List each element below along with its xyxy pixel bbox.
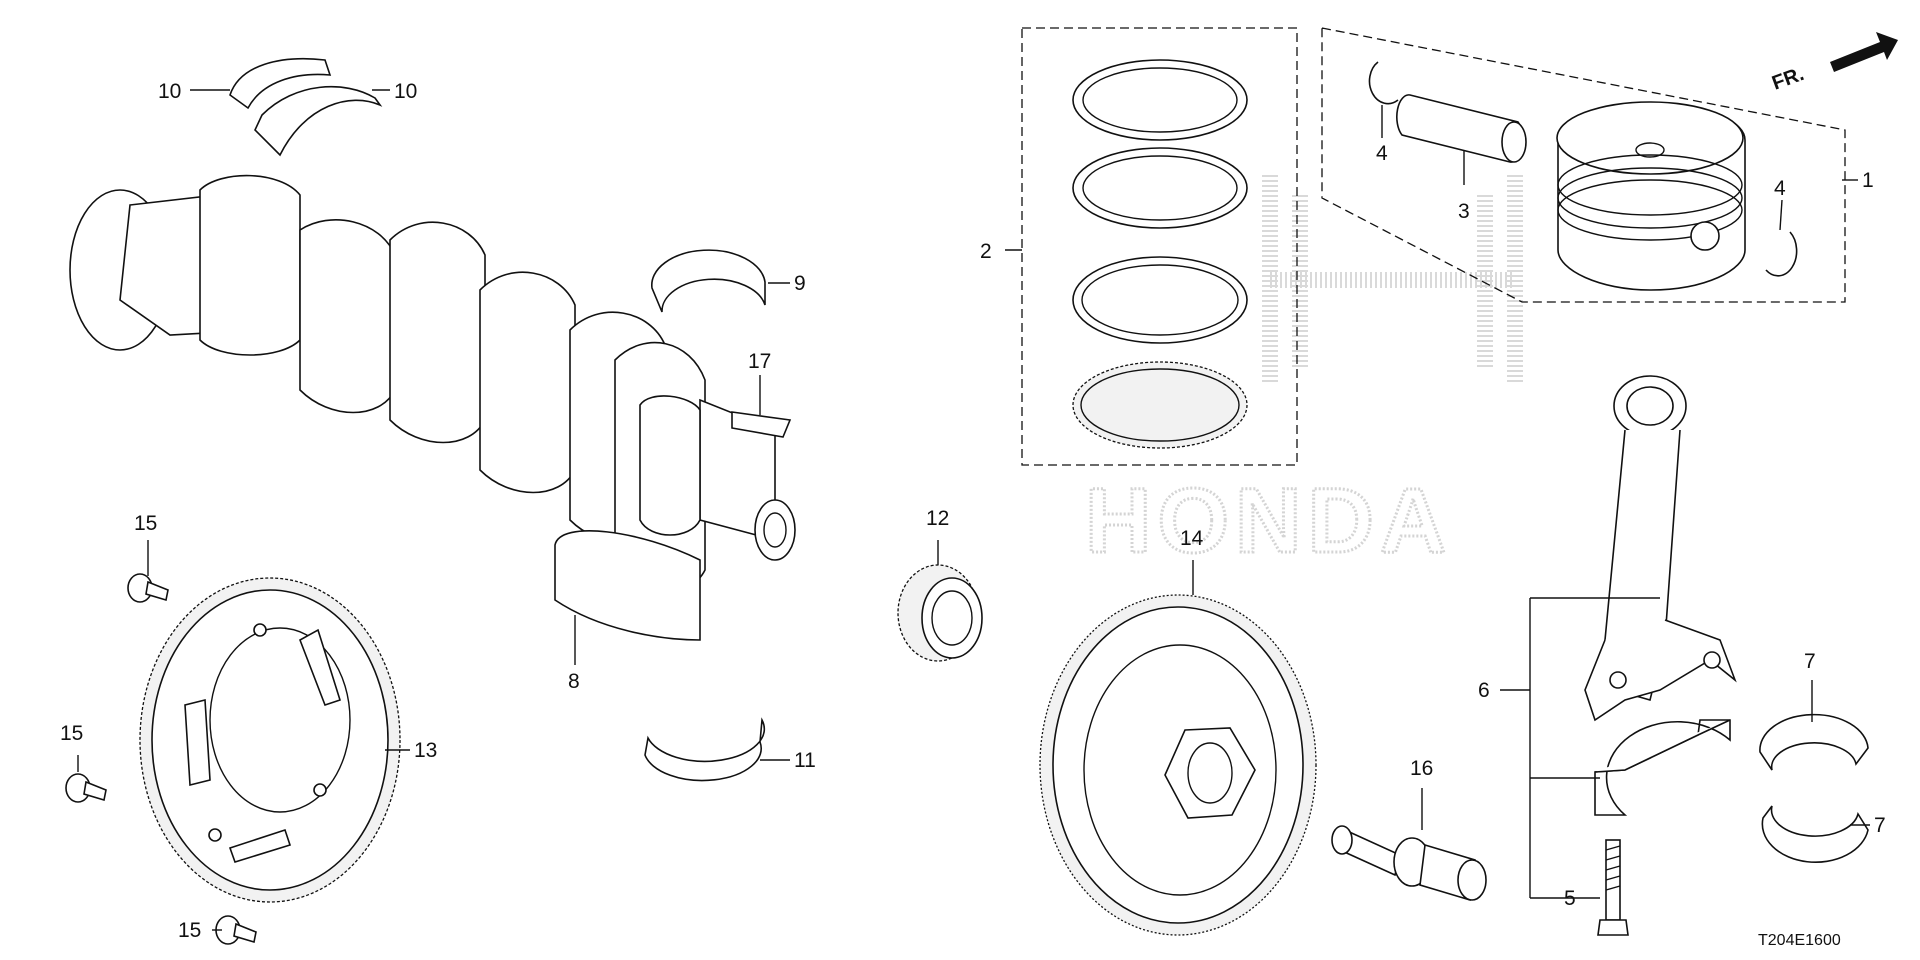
callout-7-lower: 7 (1874, 814, 1886, 837)
crankshaft-sprocket (897, 564, 983, 662)
callout-8: 8 (568, 670, 580, 693)
connecting-rod (1584, 375, 1737, 722)
callout-1: 1 (1862, 169, 1874, 192)
crankshaft-pulley (1039, 594, 1317, 936)
callout-15-bottom: 15 (178, 919, 201, 942)
callout-15-left: 15 (60, 722, 83, 745)
woodruff-key (731, 411, 792, 438)
callout-14: 14 (1180, 527, 1204, 550)
connecting-rod-bearing-lower (1761, 805, 1869, 864)
connecting-rod-cap (1594, 719, 1731, 816)
front-label: FR. (1769, 63, 1807, 95)
connecting-rod-bolt (1597, 839, 1629, 936)
callout-7-upper: 7 (1804, 650, 1816, 673)
front-arrow-icon (1830, 32, 1898, 72)
piston-ring-set (1072, 59, 1248, 449)
piston-ring-oil (1072, 256, 1248, 344)
piston-ring-top (1072, 59, 1248, 141)
connecting-rod-bearing-upper (1759, 713, 1869, 771)
main-bearing-lower (644, 717, 766, 782)
callout-6: 6 (1478, 679, 1490, 702)
callout-9: 9 (794, 272, 806, 295)
callout-3: 3 (1458, 200, 1470, 223)
thrust-washer-pair (229, 57, 383, 157)
piston-ring-set-frame (1021, 27, 1298, 466)
callout-16: 16 (1410, 757, 1433, 780)
pulse-plate-bolt-top (127, 573, 169, 603)
callout-2: 2 (980, 240, 992, 263)
callout-10-right: 10 (394, 80, 417, 103)
callout-15-top: 15 (134, 512, 157, 535)
callouts: 1 2 3 4 4 5 6 7 7 8 9 10 10 11 12 13 14 … (60, 80, 1886, 942)
piston-pin-clip-left (1368, 61, 1399, 105)
crankshaft (69, 174, 796, 641)
pulse-plate-bolt-left (65, 773, 107, 803)
leader-lines (77, 89, 1870, 931)
callout-5: 5 (1564, 887, 1576, 910)
honda-watermark: HONDA (1084, 175, 1523, 574)
pulse-plate-bolt-bottom (215, 915, 257, 945)
callout-17: 17 (748, 350, 771, 373)
piston (1556, 101, 1746, 291)
callout-10-left: 10 (158, 80, 181, 103)
callout-12: 12 (926, 507, 949, 530)
piston-ring-second (1072, 147, 1248, 229)
piston-ring-expander (1072, 361, 1248, 449)
pulley-bolt (1331, 825, 1487, 902)
piston-pin-clip-right (1765, 231, 1798, 277)
callout-4-right: 4 (1774, 177, 1786, 200)
callout-11: 11 (794, 749, 816, 772)
crank-pulse-plate (139, 577, 401, 903)
callout-4-left: 4 (1376, 142, 1388, 165)
watermark-logo-text: HONDA (1085, 470, 1452, 572)
piston-group (1321, 27, 1846, 303)
front-direction-indicator: FR. (1769, 32, 1898, 95)
main-bearing-upper (651, 249, 766, 313)
callout-13: 13 (414, 739, 437, 762)
diagram-code: T204E1600 (1758, 932, 1841, 949)
